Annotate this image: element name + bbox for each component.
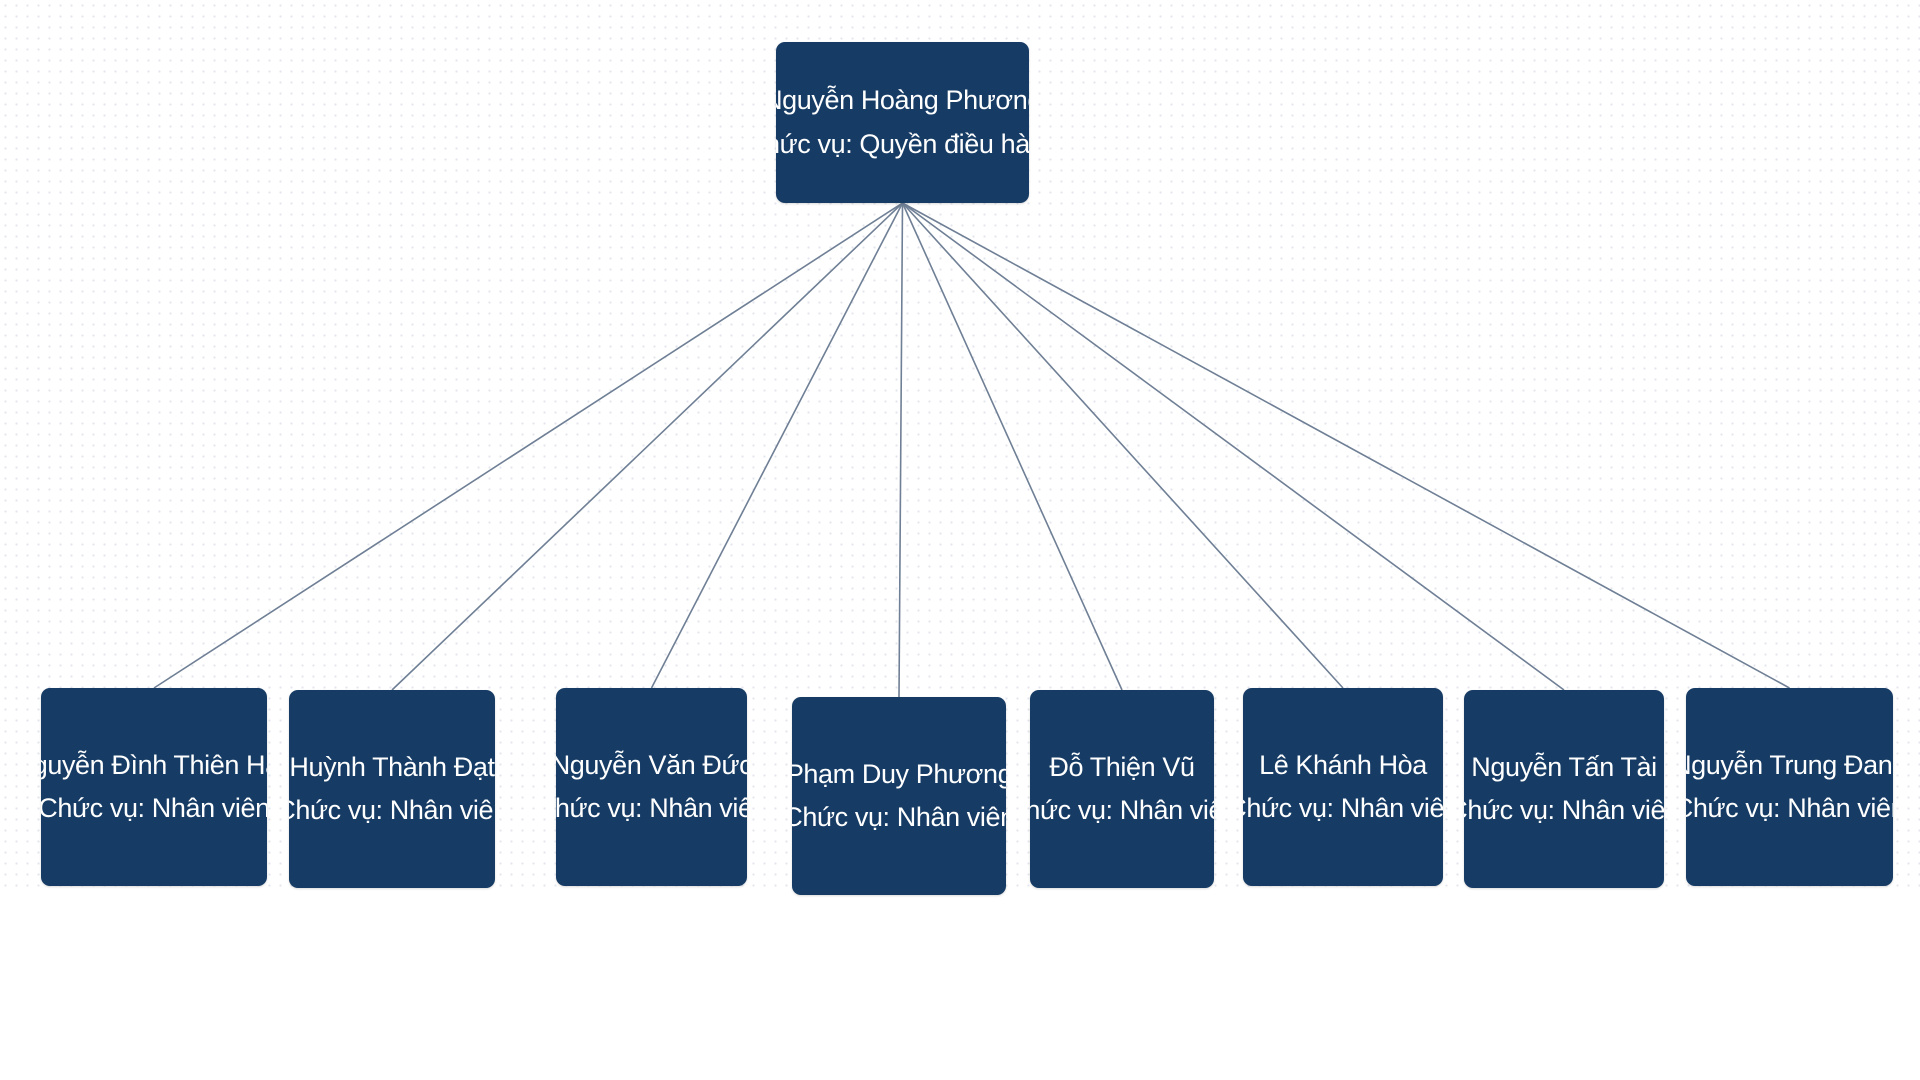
child-node[interactable]: Đỗ Thiện Vũ Chức vụ: Nhân viên — [1030, 690, 1214, 888]
connector-line — [901, 202, 1123, 691]
child-node-name: Nguyễn Văn Đức — [556, 749, 747, 780]
child-node-role: Chức vụ: Nhân viên — [289, 795, 495, 825]
connector-line — [391, 202, 904, 691]
child-node[interactable]: Huỳnh Thành Đạt Chức vụ: Nhân viên — [289, 690, 495, 888]
connector-line — [898, 202, 904, 698]
child-node-role: Chức vụ: Nhân viên — [792, 802, 1006, 832]
child-node-role: Chức vụ: Nhân viên — [1030, 795, 1214, 825]
connector-line — [650, 202, 904, 689]
connector-line — [902, 202, 1565, 691]
child-node-role: Chức vụ: Nhân viên — [556, 793, 747, 823]
child-node[interactable]: Nguyễn Đình Thiên Hào Chức vụ: Nhân viên — [41, 688, 267, 886]
connector-line — [153, 202, 903, 689]
connector-line — [902, 202, 1790, 689]
connector-line — [901, 202, 1344, 689]
child-node[interactable]: Nguyễn Trung Đang Chức vụ: Nhân viên — [1686, 688, 1893, 886]
child-node-name: Phạm Duy Phương — [792, 758, 1006, 789]
child-node-name: Lê Khánh Hòa — [1259, 749, 1427, 780]
root-node[interactable]: Nguyễn Hoàng Phương Chức vụ: Quyền điều … — [776, 42, 1029, 203]
child-node[interactable]: Nguyễn Tấn Tài Chức vụ: Nhân viên — [1464, 690, 1664, 888]
child-node-name: Huỳnh Thành Đạt — [289, 751, 495, 782]
child-node-name: Nguyễn Trung Đang — [1686, 749, 1893, 780]
child-node-role: Chức vụ: Nhân viên — [1686, 793, 1893, 823]
child-node-name: Nguyễn Đình Thiên Hào — [41, 749, 267, 780]
child-node-role: Chức vụ: Nhân viên — [1464, 795, 1664, 825]
child-node[interactable]: Nguyễn Văn Đức Chức vụ: Nhân viên — [556, 688, 747, 886]
child-node-role: Chức vụ: Nhân viên — [41, 793, 267, 823]
child-node-name: Đỗ Thiện Vũ — [1049, 751, 1195, 782]
child-node[interactable]: Lê Khánh Hòa Chức vụ: Nhân viên — [1243, 688, 1443, 886]
root-node-role: Chức vụ: Quyền điều hành — [776, 128, 1029, 159]
root-node-name: Nguyễn Hoàng Phương — [776, 85, 1029, 116]
child-node-name: Nguyễn Tấn Tài — [1471, 751, 1657, 782]
child-node[interactable]: Phạm Duy Phương Chức vụ: Nhân viên — [792, 697, 1006, 895]
child-node-role: Chức vụ: Nhân viên — [1243, 793, 1443, 823]
